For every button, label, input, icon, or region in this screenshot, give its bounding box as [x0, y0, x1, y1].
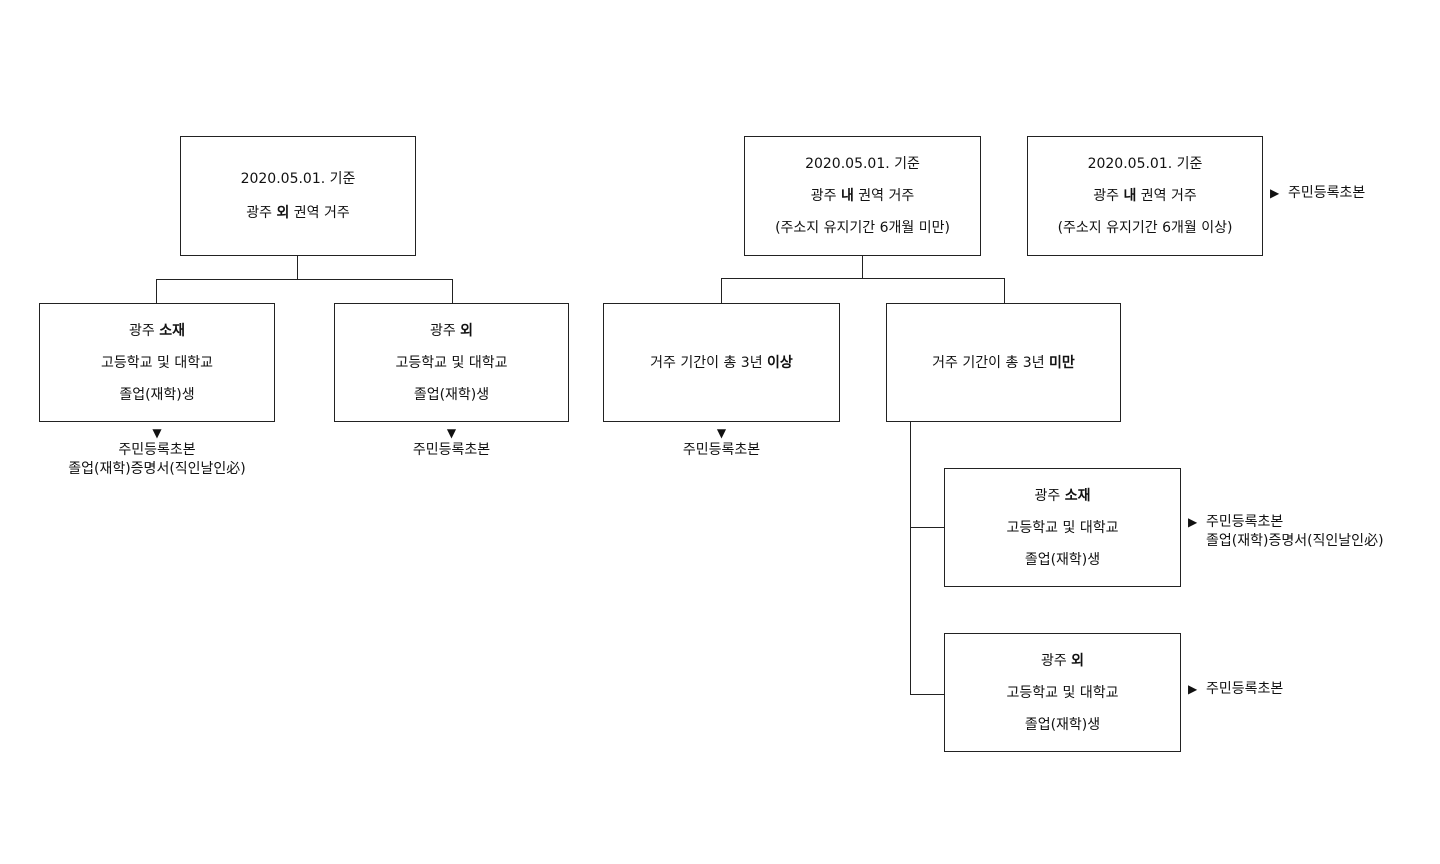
other-school-label: 광주 외 [1040, 652, 1085, 669]
residence-under-3y-label: 거주 기간이 총 3년 미만 [932, 354, 1075, 371]
required-doc: 주민등록초본 [118, 442, 196, 458]
connector [910, 527, 944, 528]
residence-under-3y-box: 거주 기간이 총 3년 미만 [886, 303, 1121, 422]
required-doc: 졸업(재학)증명서(직인날인必) [1206, 533, 1384, 549]
school-type-label: 고등학교 및 대학교 [395, 354, 508, 371]
right-arrow-icon: ▶ [1188, 515, 1198, 529]
right-arrow-icon: ▶ [1188, 682, 1198, 696]
under3-local-school-box: 광주 소재 고등학교 및 대학교 졸업(재학)생 [944, 468, 1181, 587]
inside-short-box: 2020.05.01. 기준 광주 내 권역 거주 (주소지 유지기간 6개월 … [744, 136, 981, 256]
required-doc: 주민등록초본 [1206, 681, 1284, 697]
down-arrow-icon: ▼ [152, 426, 162, 440]
other-school-label: 광주 외 [429, 322, 474, 339]
outside-region-date: 2020.05.01. 기준 [240, 171, 356, 187]
residence-over-3y-label: 거주 기간이 총 3년 이상 [650, 354, 793, 371]
inside-long-period: (주소지 유지기간 6개월 이상) [1057, 220, 1233, 236]
outside-other-result: ▼ 주민등록초본 [334, 426, 569, 460]
down-arrow-icon: ▼ [716, 426, 727, 440]
graduate-label: 졸업(재학)생 [119, 386, 195, 403]
connector [721, 278, 1004, 279]
under3-other-school-box: 광주 외 고등학교 및 대학교 졸업(재학)생 [944, 633, 1181, 752]
school-type-label: 고등학교 및 대학교 [101, 354, 213, 371]
connector [1004, 278, 1005, 303]
school-type-label: 고등학교 및 대학교 [1006, 684, 1119, 701]
inside-short-label: 광주 내 권역 거주 [810, 188, 915, 204]
residence-over-3y-result: ▼ 주민등록초본 [603, 426, 840, 460]
inside-long-box: 2020.05.01. 기준 광주 내 권역 거주 (주소지 유지기간 6개월 … [1027, 136, 1263, 256]
under3-other-result: ▶ 주민등록초본 [1188, 680, 1283, 699]
required-doc: 주민등록초본 [412, 442, 491, 458]
right-arrow-icon: ▶ [1270, 186, 1280, 200]
local-school-label: 광주 소재 [129, 322, 185, 339]
required-doc: 주민등록초본 [1206, 514, 1284, 530]
outside-local-result: ▼ 주민등록초본 졸업(재학)증명서(직인날인必) [39, 426, 275, 479]
inside-long-label: 광주 내 권역 거주 [1093, 188, 1197, 204]
connector [156, 279, 157, 303]
graduate-label: 졸업(재학)생 [1024, 551, 1101, 568]
graduate-label: 졸업(재학)생 [1024, 716, 1101, 733]
inside-short-period: (주소지 유지기간 6개월 미만) [775, 220, 950, 236]
connector [910, 694, 944, 695]
down-arrow-icon: ▼ [446, 426, 457, 440]
required-doc: 주민등록초본 [1288, 185, 1366, 201]
residence-over-3y-box: 거주 기간이 총 3년 이상 [603, 303, 840, 422]
connector [156, 279, 453, 280]
connector [910, 422, 911, 694]
inside-long-result: ▶ 주민등록초본 [1270, 184, 1365, 203]
connector [862, 256, 863, 278]
school-type-label: 고등학교 및 대학교 [1006, 519, 1119, 536]
graduate-label: 졸업(재학)생 [413, 386, 490, 403]
connector [721, 278, 722, 303]
outside-region-box: 2020.05.01. 기준 광주 외 권역 거주 [180, 136, 416, 256]
local-school-label: 광주 소재 [1034, 487, 1091, 504]
required-doc: 졸업(재학)증명서(직인날인必) [68, 461, 246, 477]
outside-region-label: 광주 외 권역 거주 [246, 205, 350, 221]
required-doc: 주민등록초본 [682, 442, 761, 458]
inside-long-date: 2020.05.01. 기준 [1087, 156, 1203, 172]
outside-local-school-box: 광주 소재 고등학교 및 대학교 졸업(재학)생 [39, 303, 275, 422]
connector [297, 256, 298, 279]
outside-other-school-box: 광주 외 고등학교 및 대학교 졸업(재학)생 [334, 303, 569, 422]
connector [452, 279, 453, 303]
under3-local-result: ▶ 주민등록초본 졸업(재학)증명서(직인날인必) [1188, 513, 1384, 551]
inside-short-date: 2020.05.01. 기준 [805, 156, 920, 172]
